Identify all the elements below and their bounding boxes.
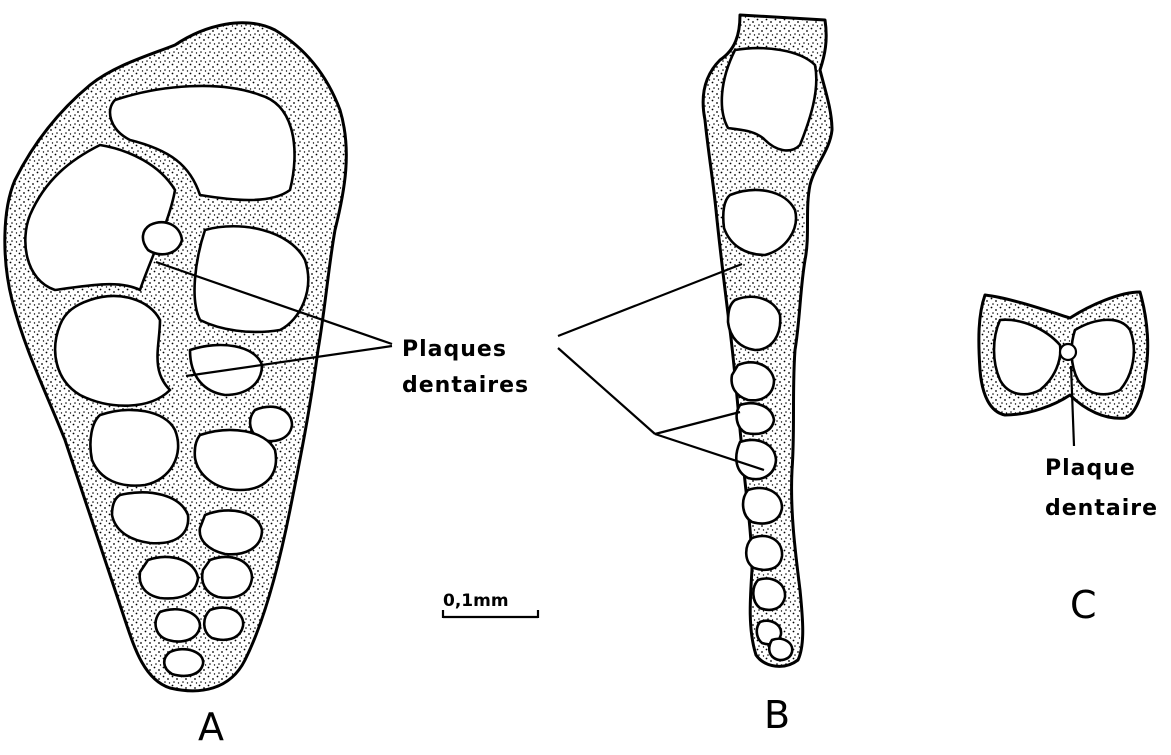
chamber xyxy=(202,557,252,598)
specimen-b xyxy=(703,15,832,666)
panel-label-b: B xyxy=(764,693,790,737)
scale-bar-label: 0,1mm xyxy=(443,591,509,611)
chamber xyxy=(737,403,774,434)
plaque-dentaire-label-2: dentaire xyxy=(1045,496,1158,521)
chamber xyxy=(743,488,782,523)
chamber xyxy=(1072,320,1134,394)
chamber xyxy=(736,440,776,479)
chamber xyxy=(728,297,780,350)
chamber xyxy=(143,222,182,254)
specimen-c xyxy=(979,292,1148,418)
chamber xyxy=(204,608,243,640)
chamber xyxy=(200,510,262,554)
plaque-dentaire-label-1: Plaque xyxy=(1045,456,1136,481)
dental-plate-c xyxy=(1060,344,1076,360)
chamber xyxy=(55,296,170,406)
chamber xyxy=(90,410,178,486)
chamber xyxy=(164,649,203,676)
scale-bar: 0,1mm xyxy=(443,591,538,618)
panel-label-c: C xyxy=(1070,583,1097,627)
panel-label-a: A xyxy=(198,705,224,749)
chamber xyxy=(732,362,774,400)
plaques-dentaires-label-1: Plaques xyxy=(402,337,507,362)
chamber xyxy=(156,609,200,641)
chamber xyxy=(769,639,792,660)
plaques-dentaires-label-2: dentaires xyxy=(402,373,529,398)
specimen-a xyxy=(5,23,346,691)
chamber xyxy=(753,579,785,610)
chamber xyxy=(723,190,796,255)
chamber xyxy=(195,226,309,332)
chamber xyxy=(746,536,782,570)
chamber xyxy=(140,557,198,599)
